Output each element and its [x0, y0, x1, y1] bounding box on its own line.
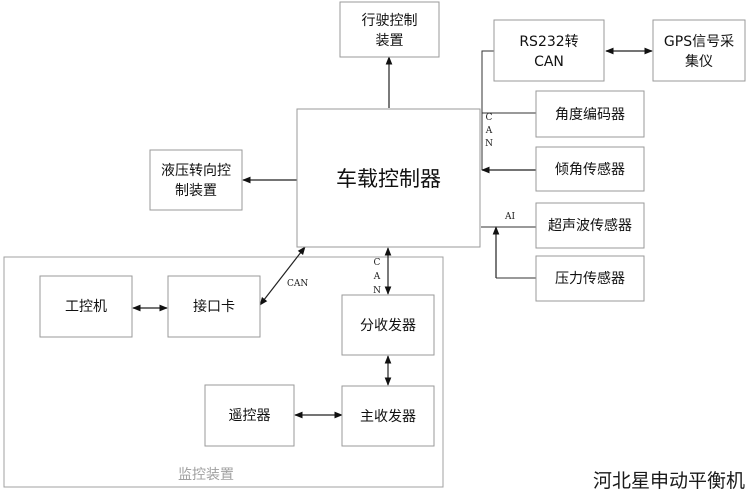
- svg-text:液压转向控: 液压转向控: [161, 163, 231, 179]
- monitoring-group-label: 监控装置: [178, 467, 234, 483]
- svg-text:接口卡: 接口卡: [193, 298, 235, 315]
- svg-text:分收发器: 分收发器: [360, 318, 416, 334]
- node-ipc: 工控机: [39, 275, 133, 338]
- svg-text:工控机: 工控机: [65, 299, 107, 315]
- can-bottom-c: C: [374, 258, 381, 268]
- node-splitter: 分收发器: [341, 294, 435, 356]
- svg-text:超声波传感器: 超声波传感器: [548, 217, 632, 234]
- node-angle-encoder: 角度编码器: [535, 90, 645, 138]
- connections: [132, 47, 653, 419]
- link-card-controller-can: [259, 246, 306, 306]
- node-driving-control: 行驶控制 装置: [339, 1, 440, 58]
- svg-text:主收发器: 主收发器: [360, 409, 416, 425]
- node-pressure-sensor: 压力传感器: [535, 255, 645, 302]
- node-main-transceiver: 主收发器: [341, 385, 435, 447]
- node-gps-collector: GPS信号采 集仪: [652, 19, 746, 82]
- can-right-c: C: [486, 113, 493, 123]
- svg-text:集仪: 集仪: [685, 53, 713, 70]
- can-right-n: N: [485, 139, 493, 149]
- can-bottom-n: N: [373, 286, 381, 296]
- node-rs232-can: RS232转 CAN: [493, 19, 605, 82]
- svg-text:遥控器: 遥控器: [229, 408, 271, 424]
- node-tilt-sensor: 倾角传感器: [535, 146, 645, 192]
- node-remote: 遥控器: [204, 384, 295, 447]
- svg-text:倾角传感器: 倾角传感器: [555, 161, 625, 178]
- svg-text:GPS信号采: GPS信号采: [664, 34, 734, 50]
- can-diagonal-label: CAN: [287, 279, 308, 289]
- monitoring-group-frame: [3, 256, 444, 488]
- node-interface-card: 接口卡: [167, 275, 261, 338]
- svg-text:车载控制器: 车载控制器: [336, 167, 441, 191]
- watermark-text: 河北星申动平衡机: [593, 470, 745, 492]
- svg-text:装置: 装置: [376, 33, 404, 49]
- svg-text:制装置: 制装置: [175, 183, 217, 199]
- can-bottom-a: A: [373, 272, 381, 282]
- svg-text:CAN: CAN: [534, 54, 564, 70]
- ai-label: AI: [504, 212, 515, 222]
- node-hydraulic-steering: 液压转向控 制装置: [149, 149, 243, 211]
- svg-text:行驶控制: 行驶控制: [362, 13, 418, 29]
- svg-text:压力传感器: 压力传感器: [555, 270, 625, 287]
- svg-text:RS232转: RS232转: [519, 34, 578, 50]
- can-bus-right: [481, 50, 494, 170]
- can-right-a: A: [485, 126, 493, 136]
- node-main-controller: 车载控制器: [296, 108, 481, 248]
- svg-text:角度编码器: 角度编码器: [555, 107, 625, 123]
- node-ultrasonic-sensor: 超声波传感器: [535, 202, 645, 249]
